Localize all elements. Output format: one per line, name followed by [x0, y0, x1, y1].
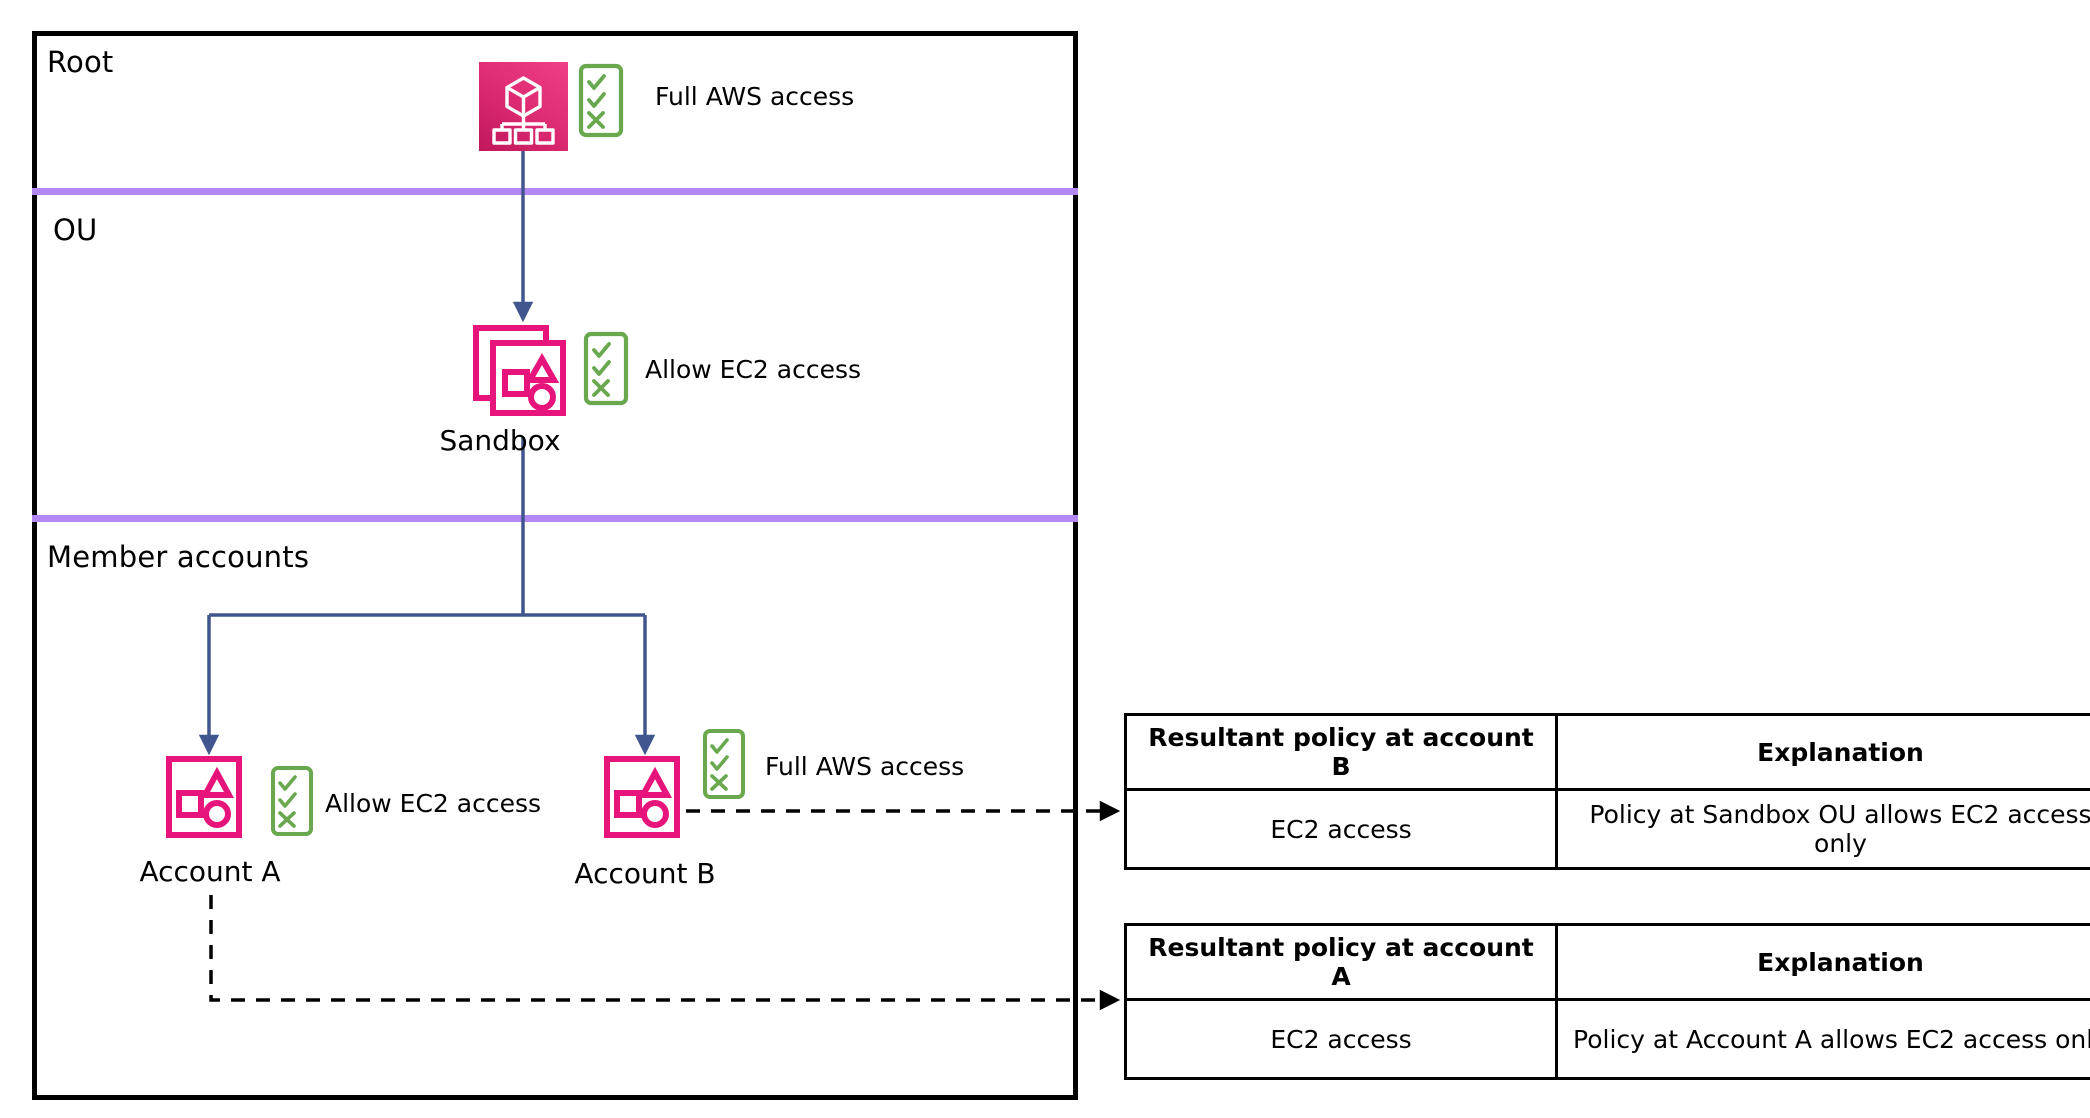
table-header-row: Resultant policy at account A Explanatio…	[1124, 923, 2090, 1001]
resultant-policy-table-account-a: Resultant policy at account A Explanatio…	[1124, 923, 2090, 1080]
resultant-policy-table-account-b: Resultant policy at account B Explanatio…	[1124, 713, 2090, 870]
divider-ou-member	[32, 515, 1078, 522]
node-label-account-a: Account A	[139, 855, 281, 888]
aws-account-icon	[165, 755, 243, 839]
organizational-unit-icon	[472, 323, 568, 417]
policy-checklist-icon	[583, 331, 629, 406]
divider-root-ou	[32, 188, 1078, 195]
section-label-member-accounts: Member accounts	[47, 540, 310, 574]
table-header-policy: Resultant policy at account A	[1124, 923, 1558, 1001]
table-header-policy: Resultant policy at account B	[1124, 713, 1558, 791]
policy-caption-root: Full AWS access	[655, 82, 855, 111]
policy-checklist-icon	[578, 63, 624, 138]
policy-checklist-icon	[270, 765, 314, 837]
section-label-ou: OU	[53, 213, 98, 247]
aws-organizations-root-icon	[479, 62, 568, 151]
table-cell-policy: EC2 access	[1124, 788, 1558, 870]
policy-caption-sandbox: Allow EC2 access	[645, 355, 862, 384]
node-label-account-b: Account B	[574, 857, 716, 890]
section-label-root: Root	[47, 45, 114, 79]
table-row: EC2 access Policy at Sandbox OU allows E…	[1124, 788, 2090, 870]
policy-caption-account-a: Allow EC2 access	[325, 789, 542, 818]
table-cell-policy: EC2 access	[1124, 998, 1558, 1080]
policy-checklist-icon	[702, 728, 746, 800]
aws-account-icon	[603, 755, 681, 839]
node-label-sandbox: Sandbox	[439, 424, 561, 457]
table-header-explanation: Explanation	[1555, 713, 2090, 791]
table-header-row: Resultant policy at account B Explanatio…	[1124, 713, 2090, 791]
table-cell-explanation: Policy at Sandbox OU allows EC2 access o…	[1555, 788, 2090, 870]
table-header-explanation: Explanation	[1555, 923, 2090, 1001]
table-row: EC2 access Policy at Account A allows EC…	[1124, 998, 2090, 1080]
policy-caption-account-b: Full AWS access	[765, 752, 965, 781]
table-cell-explanation: Policy at Account A allows EC2 access on…	[1555, 998, 2090, 1080]
